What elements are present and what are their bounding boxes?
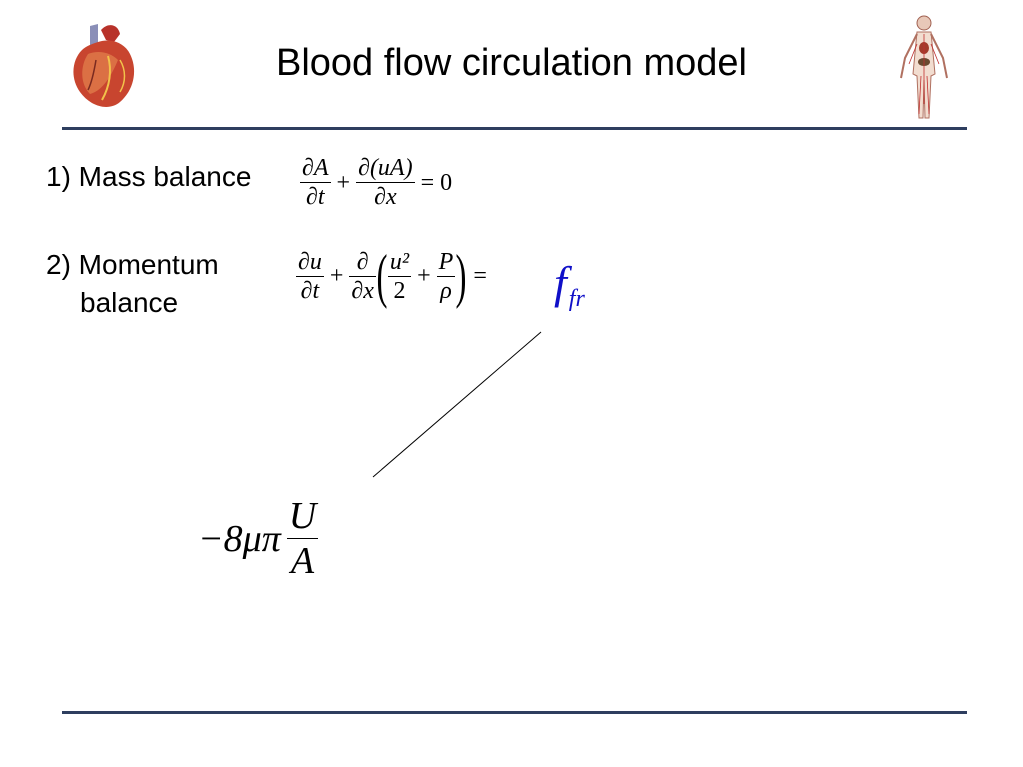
momentum-plus-sign-1: +	[329, 263, 344, 289]
momentum-balance-label-line2: balance	[80, 287, 179, 318]
mass-term1-denominator: ∂t	[306, 184, 325, 210]
momentum-balance-equation: ∂u ∂t + ∂ ∂x ( u² 2 + P ρ ) =	[296, 246, 493, 306]
momentum-term2-numerator: ∂	[349, 248, 376, 277]
momentum-term2-denominator: ∂x	[351, 277, 374, 304]
footer-divider	[62, 711, 967, 714]
friction-term: ffr	[554, 257, 585, 313]
header-divider	[62, 127, 967, 130]
momentum-balance-label-line1: 2) Momentum	[46, 249, 219, 280]
momentum-term4-numerator: P	[436, 248, 456, 277]
friction-numerator: U	[286, 495, 319, 539]
mass-balance-label: 1) Mass balance	[46, 161, 252, 192]
mass-term2-numerator: ∂(uA)	[356, 155, 415, 183]
heart-icon	[68, 20, 140, 112]
momentum-term1-denominator: ∂t	[300, 277, 320, 304]
mass-term1-numerator: ∂A	[300, 155, 331, 183]
momentum-term3-denominator: 2	[393, 277, 406, 304]
mass-plus-sign: +	[336, 169, 351, 196]
mass-equals-zero: = 0	[420, 169, 453, 196]
friction-subscript: fr	[568, 286, 585, 312]
left-parenthesis: (	[376, 243, 388, 309]
slide-title: Blood flow circulation model	[275, 42, 747, 84]
momentum-term3-numerator: u²	[387, 248, 412, 277]
friction-denominator: A	[290, 540, 315, 582]
friction-f: f	[554, 257, 567, 308]
human-circulatory-system-icon	[895, 14, 953, 124]
mass-term2-denominator: ∂x	[374, 184, 397, 210]
momentum-equals-sign: =	[473, 263, 487, 289]
momentum-term1-numerator: ∂u	[296, 248, 324, 277]
momentum-term4-denominator: ρ	[440, 277, 452, 304]
momentum-plus-sign-2: +	[417, 263, 431, 289]
friction-expression: −8μπ U A	[198, 494, 319, 583]
mass-balance-equation: ∂A ∂t + ∂(uA) ∂x = 0	[300, 154, 458, 211]
friction-prefix: −8μπ	[198, 517, 281, 560]
right-parenthesis: )	[455, 243, 467, 309]
